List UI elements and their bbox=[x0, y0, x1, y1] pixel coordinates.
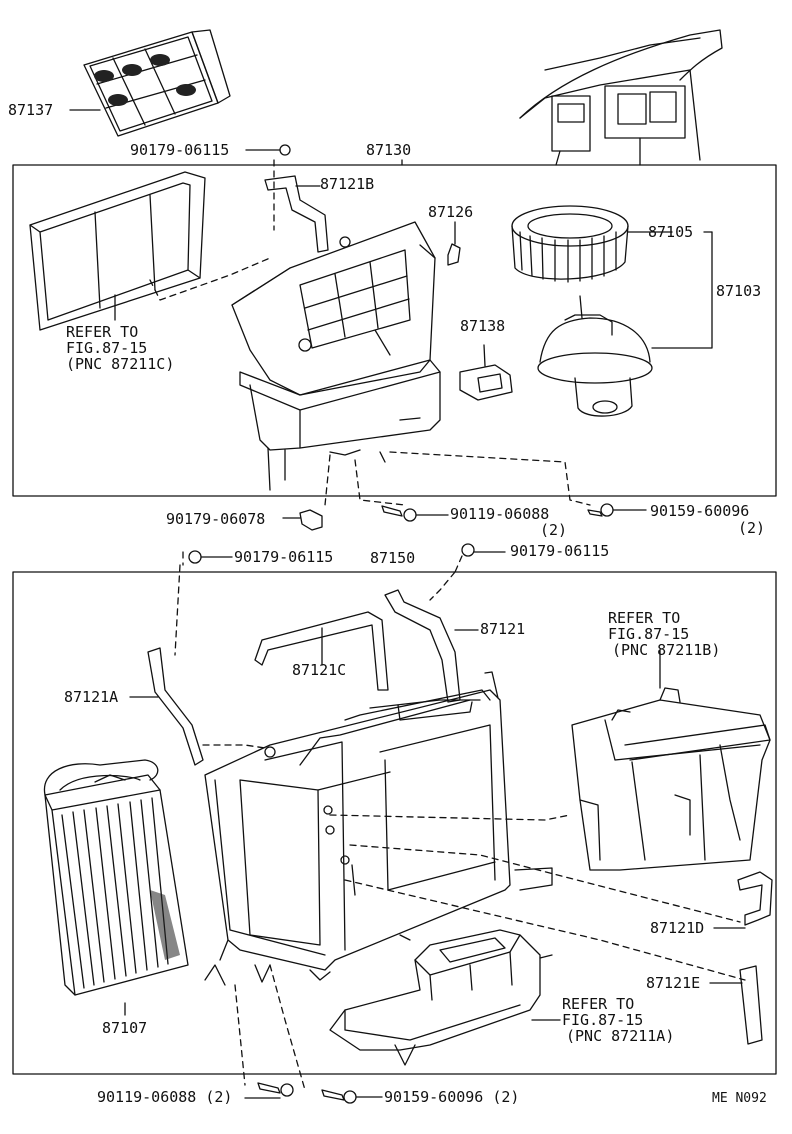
refer-note-2-line1: REFER TO bbox=[608, 609, 681, 627]
upper-frame bbox=[12, 164, 777, 497]
blower-housing-87130 bbox=[231, 221, 441, 491]
filter-case-87211c bbox=[29, 171, 271, 331]
label-87150: 87150 bbox=[370, 549, 416, 567]
bracket-87121e bbox=[709, 965, 763, 1045]
label-87121b: 87121B bbox=[320, 175, 375, 193]
part-87126 bbox=[447, 221, 461, 266]
refer-note-1-line3: (PNC 87211C) bbox=[66, 355, 175, 373]
fasteners-lower bbox=[244, 1082, 383, 1104]
label-87103: 87103 bbox=[716, 282, 762, 300]
heater-case-87150 bbox=[204, 671, 553, 986]
blower-motor bbox=[537, 295, 653, 417]
label-90179-06115-left: 90179-06115 bbox=[234, 548, 334, 566]
label-90119-06088-upper: 90119-06088 bbox=[450, 505, 550, 523]
label-87121e: 87121E bbox=[646, 974, 701, 992]
label-87126: 87126 bbox=[428, 203, 474, 221]
filter-grille-87137 bbox=[69, 29, 231, 137]
dashboard-inset bbox=[519, 29, 723, 166]
bracket-87121c bbox=[254, 611, 389, 691]
heater-core-87107 bbox=[43, 759, 189, 996]
refer-note-2-line2: FIG.87-15 bbox=[608, 625, 690, 643]
refer-note-2-line3: (PNC 87211B) bbox=[612, 641, 721, 659]
label-90179-06078: 90179-06078 bbox=[166, 510, 266, 528]
air-duct-87211b bbox=[571, 687, 771, 871]
bracket-87121b bbox=[264, 175, 329, 253]
refer-note-1-line2: FIG.87-15 bbox=[66, 339, 148, 357]
fan-wheel-87105 bbox=[511, 205, 629, 283]
refer-note-1-line1: REFER TO bbox=[66, 323, 139, 341]
refer-note-3-line3: (PNC 87211A) bbox=[566, 1027, 675, 1045]
diagram-code: ME N092 bbox=[712, 1091, 767, 1106]
refer-note-3-line1: REFER TO bbox=[562, 995, 635, 1013]
label-90179-06115-right: 90179-06115 bbox=[510, 542, 610, 560]
resistor-87138 bbox=[459, 344, 513, 401]
label-90119-06088-upper-qty: (2) bbox=[540, 521, 568, 539]
label-90159-60096-upper-qty: (2) bbox=[738, 519, 766, 537]
label-87130: 87130 bbox=[366, 141, 412, 159]
label-87105: 87105 bbox=[648, 223, 694, 241]
fasteners-upper bbox=[282, 503, 647, 531]
label-90159-60096-lower: 90159-60096 (2) bbox=[384, 1088, 520, 1106]
label-87107: 87107 bbox=[102, 1019, 148, 1037]
bracket-87121 bbox=[384, 589, 479, 703]
floor-duct-87211a bbox=[329, 929, 553, 1066]
label-87121: 87121 bbox=[480, 620, 526, 638]
refer-note-3-line2: FIG.87-15 bbox=[562, 1011, 644, 1029]
bracket-87121a bbox=[129, 647, 266, 766]
label-87121a: 87121A bbox=[64, 688, 119, 706]
label-87121c: 87121C bbox=[292, 661, 347, 679]
label-90159-60096-upper: 90159-60096 bbox=[650, 502, 750, 520]
label-87137: 87137 bbox=[8, 101, 54, 119]
label-87138: 87138 bbox=[460, 317, 506, 335]
label-90179-06115-top: 90179-06115 bbox=[130, 141, 230, 159]
label-87121d: 87121D bbox=[650, 919, 705, 937]
lower-frame bbox=[12, 571, 777, 1075]
label-90119-06088-lower: 90119-06088 (2) bbox=[97, 1088, 233, 1106]
bracket-87121d bbox=[713, 871, 773, 929]
